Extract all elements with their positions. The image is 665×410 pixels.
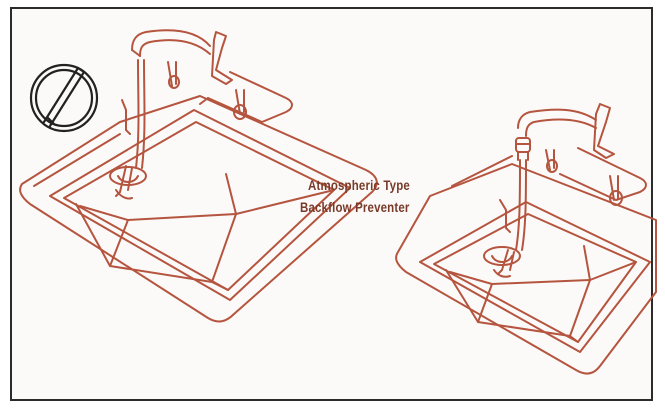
prohibited-icon bbox=[29, 63, 99, 133]
backflow-label-line2: Backflow Preventer bbox=[300, 199, 410, 215]
left-sink bbox=[19, 29, 378, 323]
backflow-label-line1: Atmospheric Type bbox=[308, 177, 410, 193]
right-sink bbox=[395, 103, 657, 375]
